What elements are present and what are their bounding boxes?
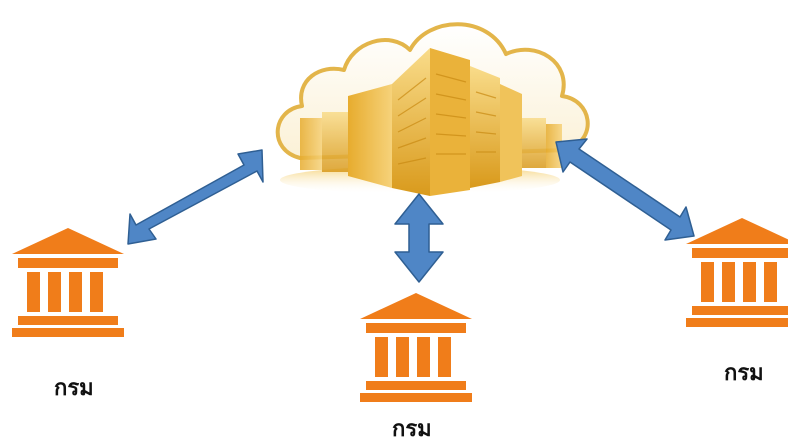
arrow-cloud-right	[555, 138, 695, 241]
left-building-label: กรม	[54, 376, 94, 401]
center-building-label: กรม	[392, 417, 432, 442]
arrow-cloud-left	[127, 149, 264, 245]
government-building-icon-right	[686, 218, 788, 327]
government-building-icon-center	[360, 293, 472, 402]
arrow-cloud-center	[394, 193, 444, 283]
government-building-icon-left	[12, 228, 124, 337]
server-rack-back	[300, 112, 562, 172]
server-rack-main	[348, 48, 522, 196]
right-building-label: กรม	[724, 361, 764, 386]
cloud-data-center-icon	[275, 22, 590, 196]
